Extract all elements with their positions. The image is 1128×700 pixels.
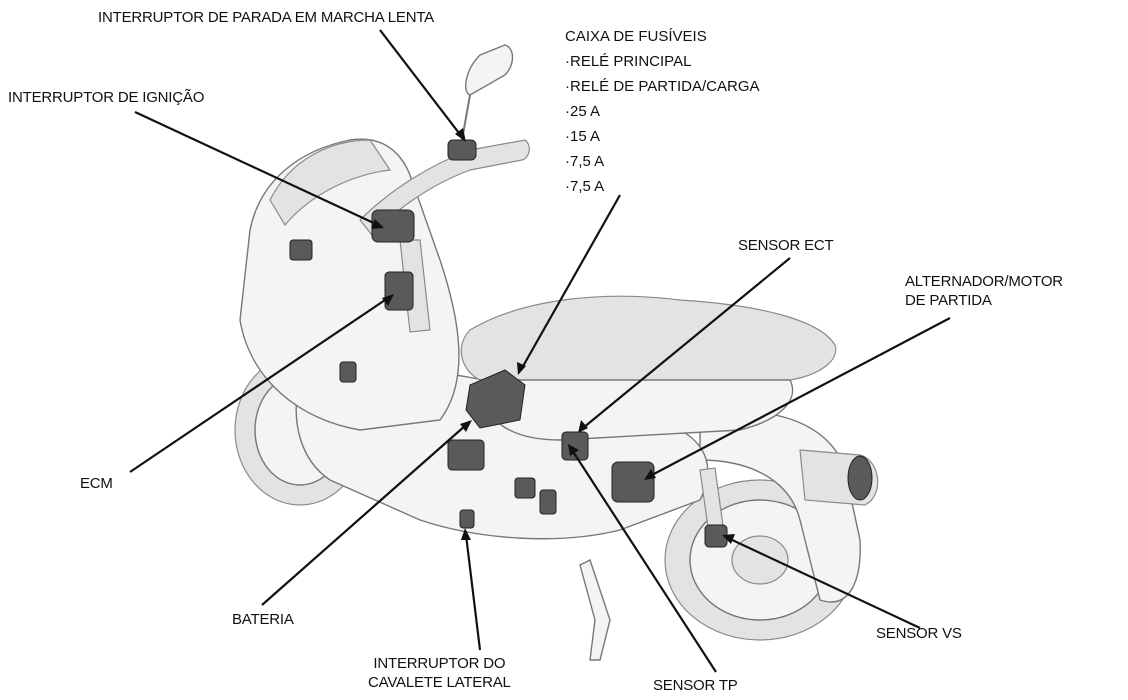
label-alternator-line2: DE PARTIDA [905, 291, 1063, 310]
mirror [466, 45, 513, 95]
fuse-box-item: ·15 A [565, 124, 760, 149]
label-ect-sensor: SENSOR ECT [738, 236, 834, 255]
frame-part [515, 478, 535, 498]
fuse-box-item: ·25 A [565, 99, 760, 124]
idle-stop-switch-part [448, 140, 476, 160]
label-alternator: ALTERNADOR/MOTOR DE PARTIDA [905, 272, 1063, 310]
muffler-tip [848, 456, 872, 500]
fuse-box-item: ·RELÉ PRINCIPAL [565, 49, 760, 74]
frame-part-2 [540, 490, 556, 514]
battery-part [448, 440, 484, 470]
alternator-part [612, 462, 654, 502]
label-side-stand-switch: INTERRUPTOR DO CAVALETE LATERAL [368, 654, 511, 692]
label-ignition-switch: INTERRUPTOR DE IGNIÇÃO [8, 88, 204, 107]
front-part [340, 362, 356, 382]
label-side-stand-line1: INTERRUPTOR DO [368, 654, 511, 673]
stand [580, 560, 610, 660]
label-side-stand-line2: CAVALETE LATERAL [368, 673, 511, 692]
label-vs-sensor: SENSOR VS [876, 624, 962, 643]
cowl-part [290, 240, 312, 260]
label-idle-stop-switch: INTERRUPTOR DE PARADA EM MARCHA LENTA [98, 8, 434, 27]
fuse-box-item: ·RELÉ DE PARTIDA/CARGA [565, 74, 760, 99]
leader-idle-stop [380, 30, 462, 137]
fuse-box-item: ·7,5 A [565, 149, 760, 174]
label-alternator-line1: ALTERNADOR/MOTOR [905, 272, 1063, 291]
label-fuse-box: CAIXA DE FUSÍVEIS ·RELÉ PRINCIPAL ·RELÉ … [565, 24, 760, 199]
fuse-box-item: ·7,5 A [565, 174, 760, 199]
side-stand-switch-part [460, 510, 474, 528]
label-tp-sensor: SENSOR TP [653, 676, 738, 695]
label-ecm: ECM [80, 474, 113, 493]
fuse-box-title: CAIXA DE FUSÍVEIS [565, 24, 760, 49]
ecm-part [385, 272, 413, 310]
leader-side-stand [466, 535, 480, 650]
label-battery: BATERIA [232, 610, 294, 629]
